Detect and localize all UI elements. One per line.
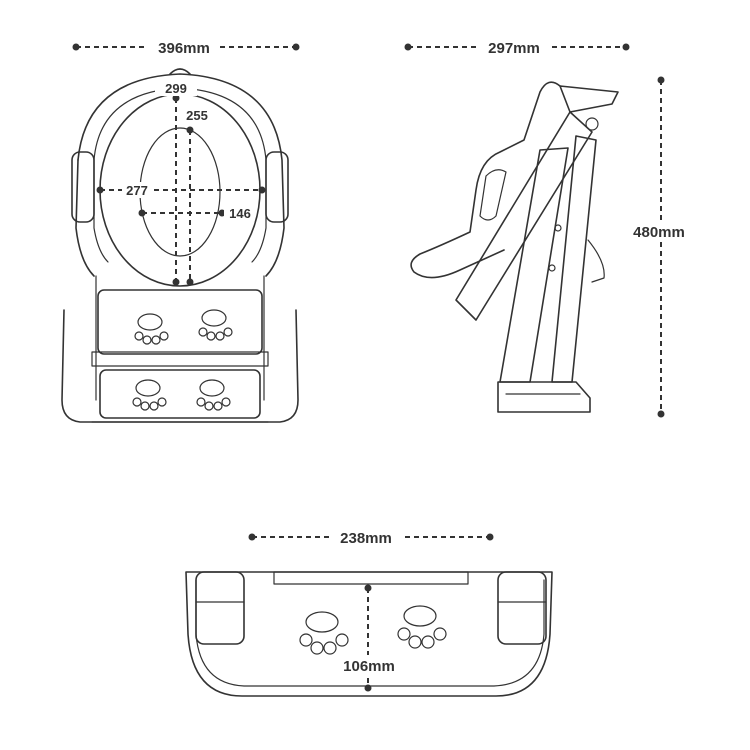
front-inner-ring: [93, 87, 267, 263]
dim-dot: [657, 410, 665, 418]
label-bg: [626, 220, 696, 242]
step-left-clip: [195, 571, 245, 645]
upper-step: [97, 289, 263, 355]
seat-inner-length-label: 255: [186, 108, 208, 123]
paw-print-icon: [196, 379, 231, 411]
side-view: 297mm 480mm: [404, 37, 696, 418]
front-ladder-rails: [95, 275, 265, 401]
side-seat: [410, 81, 561, 279]
step-view: 238mm 106mm: [185, 527, 553, 697]
dim-dot: [186, 126, 194, 134]
step-depth-label: 106mm: [343, 658, 395, 675]
side-seat-top: [559, 85, 619, 113]
dim-dot: [486, 533, 494, 541]
dim-dot: [622, 43, 630, 51]
label-bg: [155, 80, 197, 96]
paw-print-icon: [299, 611, 349, 655]
paw-print-icon: [134, 313, 169, 345]
side-rear-support: [587, 239, 605, 283]
dim-dot: [404, 43, 412, 51]
dim-dot: [218, 209, 226, 217]
label-bg: [330, 527, 402, 547]
label-bg: [336, 655, 402, 675]
side-screw: [554, 224, 562, 232]
dim-dot: [172, 94, 180, 102]
dim-dot: [657, 76, 665, 84]
right-clip: [265, 151, 289, 223]
step-right-clip: [497, 571, 547, 645]
paw-print-icon: [132, 379, 167, 411]
front-width-label: 396mm: [158, 40, 210, 57]
seat-inner-width-label: 146: [229, 206, 251, 221]
label-bg: [224, 205, 254, 221]
seat-outer-label: 299: [165, 81, 187, 96]
side-depth-label: 297mm: [488, 40, 540, 57]
side-backrest: [455, 111, 593, 321]
dim-dot: [258, 186, 266, 194]
dim-dot: [364, 684, 372, 692]
dim-dot: [138, 209, 146, 217]
label-bg: [148, 37, 220, 57]
paw-print-icon: [198, 309, 233, 341]
side-hinge: [585, 117, 599, 131]
seat-outer-width-label: 277: [126, 183, 148, 198]
step-width-label: 238mm: [340, 530, 392, 547]
front-view: 299 255 277 146 396mm: [61, 37, 300, 423]
side-height-label: 480mm: [633, 224, 685, 241]
upper-step-edge: [91, 351, 269, 367]
dim-dot: [364, 584, 372, 592]
front-handle: [169, 68, 191, 75]
side-screw: [548, 264, 556, 272]
lower-step: [99, 369, 261, 419]
front-inner-ring-left: [93, 159, 109, 263]
dim-dot: [248, 533, 256, 541]
side-base: [497, 381, 591, 413]
dim-dot: [292, 43, 300, 51]
dim-dot: [172, 278, 180, 286]
side-rear-leg: [551, 135, 597, 383]
dim-dot: [96, 186, 104, 194]
label-bg: [478, 37, 550, 57]
paw-print-icon: [397, 605, 447, 649]
front-outer-ring: [77, 73, 285, 277]
side-handle-hole: [479, 169, 507, 221]
step-top-rail: [273, 571, 469, 585]
step-outline: [185, 571, 553, 697]
label-bg: [182, 108, 212, 124]
dim-dot: [186, 278, 194, 286]
label-bg: [122, 182, 152, 198]
left-clip: [71, 151, 95, 223]
dim-dot: [72, 43, 80, 51]
front-outer-ring-left: [75, 159, 95, 277]
